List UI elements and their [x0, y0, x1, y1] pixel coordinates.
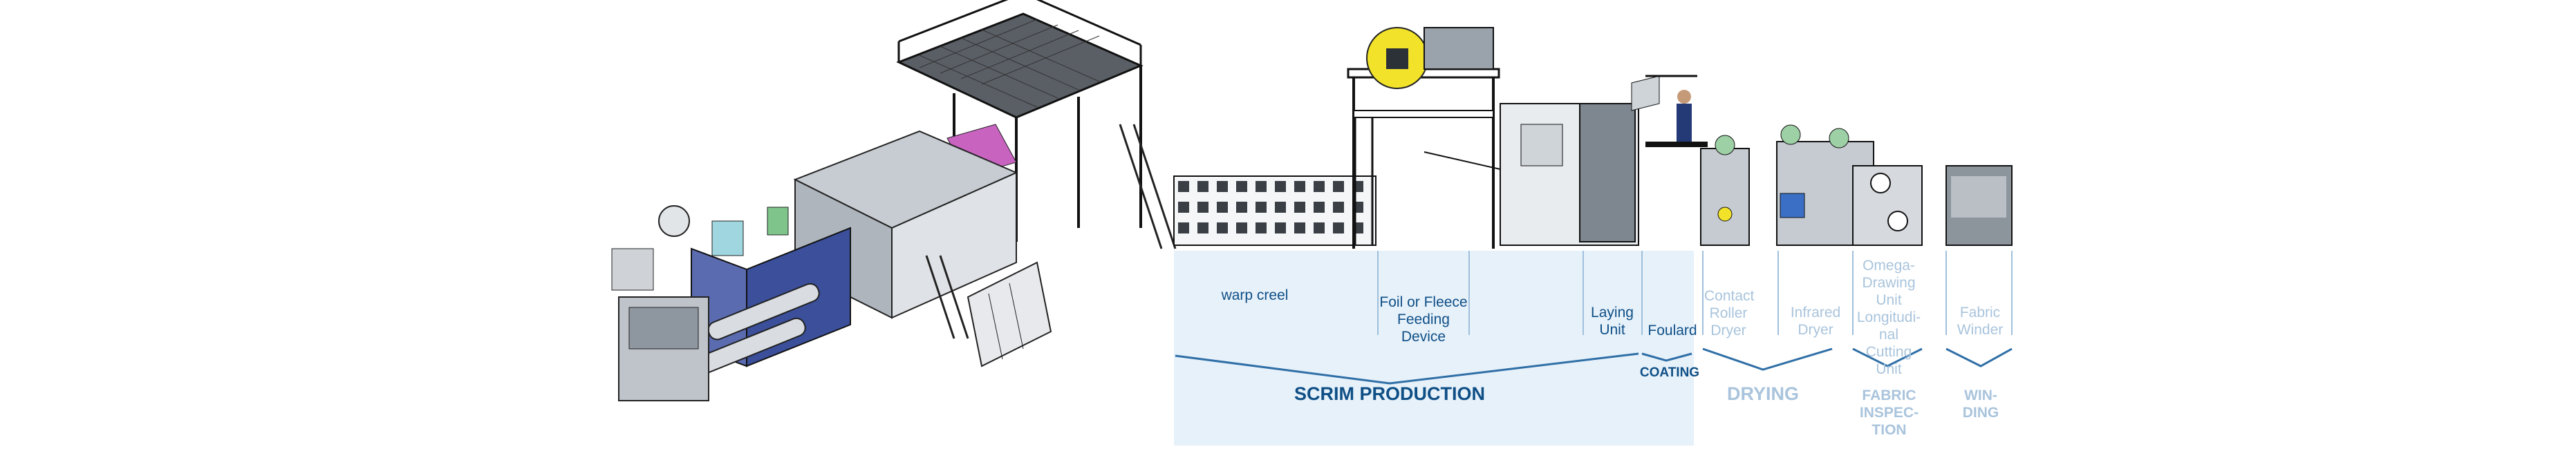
section-label-winding: WIN-DING [1962, 388, 1999, 421]
unit-label-warp-creel: warp creel [1221, 287, 1289, 303]
unit-label-foil-fleece: Foil or Fleece Feeding Device [1379, 294, 1468, 345]
section-label-inspection: FABRIC INSPEC-TION [1859, 388, 1919, 438]
unit-label-foulard: Foulard [1648, 323, 1697, 338]
unit-label-omega: Omega-Drawing Unit Longitudi-nal Cutting… [1856, 258, 1921, 377]
unit-label-infrared-dryer: Infrared Dryer [1790, 305, 1841, 338]
section-label-drying: DRYING [1726, 383, 1799, 404]
section-label-scrim: SCRIM PRODUCTION [1294, 383, 1485, 404]
unit-label-laying-unit: Laying Unit [1591, 305, 1634, 338]
unit-label-fabric-winder: Fabric Winder [1957, 305, 2004, 338]
section-label-coating: COATING [1639, 365, 1700, 380]
unit-label-contact-roller: Contact Roller Dryer [1704, 288, 1755, 338]
